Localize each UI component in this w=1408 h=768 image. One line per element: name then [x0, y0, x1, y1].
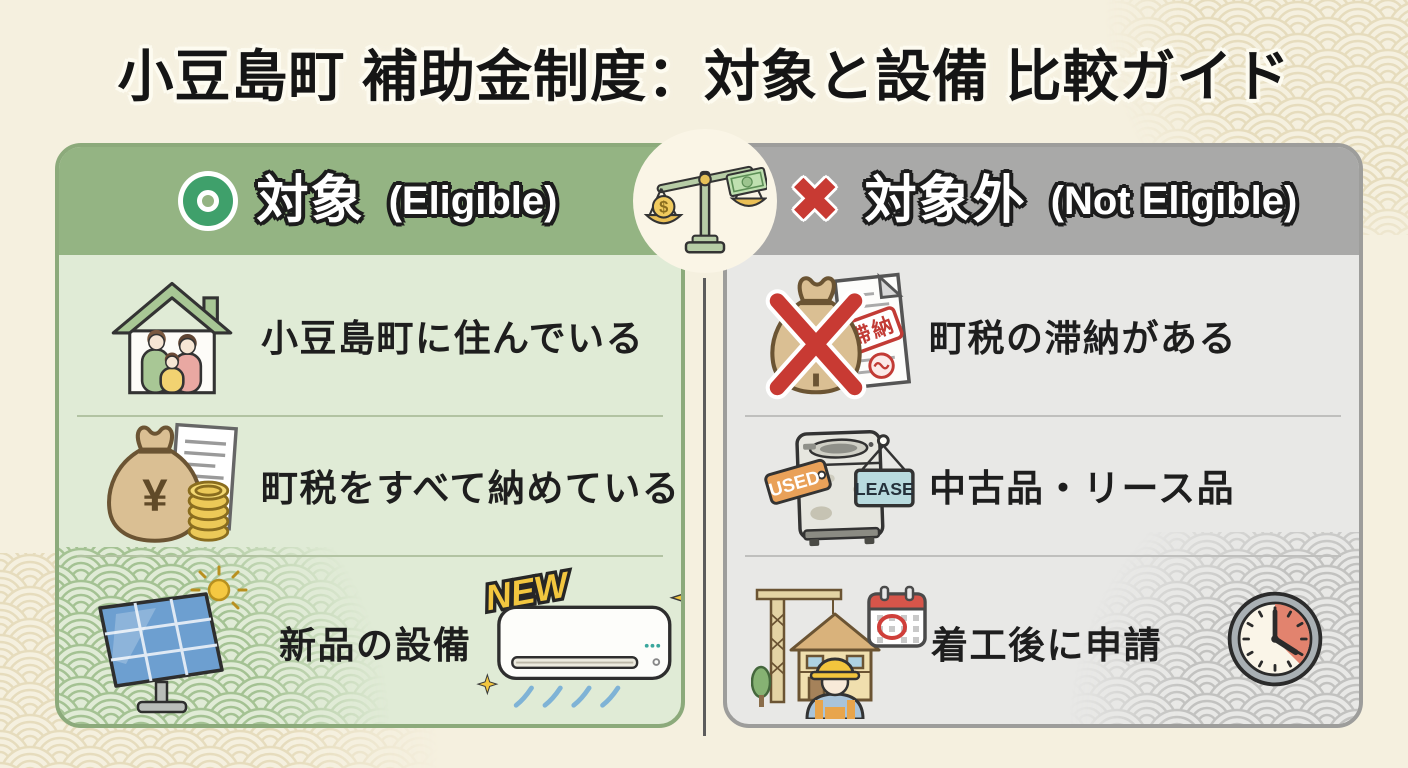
not-eligible-row-used-lease: USED LEASE 中古品・リース品 — [727, 415, 1359, 555]
not-eligible-item-text: 着工後に申請 — [931, 624, 1162, 666]
lease-tag: LEASE — [855, 478, 914, 498]
eligible-panel: 対象 (Eligible) — [55, 143, 685, 728]
solar-panel-sun-icon — [83, 564, 279, 719]
not-eligible-rows: 滞納 町税の滞納がある — [727, 255, 1359, 724]
not-eligible-header-label: 対象外 — [864, 172, 1027, 230]
yen-symbol: ¥ — [142, 470, 168, 521]
double-circle-icon — [182, 176, 233, 226]
eligible-row-residence: 小豆島町に住んでいる — [59, 255, 681, 415]
eligible-header-sublabel: (Eligible) — [388, 179, 558, 223]
eligible-item-text: 小豆島町に住んでいる — [261, 318, 645, 359]
not-eligible-row-after-start: 着工後に申請 — [727, 555, 1359, 724]
eligible-row-new-equipment: 新品の設備 NEW — [59, 555, 681, 724]
eligible-item-text: 新品の設備 — [279, 624, 472, 666]
balance-scale-icon: $ — [643, 165, 767, 254]
eligible-row-taxes: ¥ 町税をすべて納めている — [59, 415, 681, 555]
used-washing-machine-icon: USED LEASE — [751, 419, 929, 552]
house-family-icon — [83, 271, 261, 400]
dollar-symbol: $ — [659, 198, 668, 217]
not-eligible-item-text: 町税の滞納がある — [929, 318, 1237, 359]
eligible-header-label: 対象 — [256, 172, 365, 230]
balance-scale-badge: $ — [633, 129, 777, 273]
not-eligible-header-sublabel: (Not Eligible) — [1050, 179, 1298, 223]
not-eligible-row-delinquency: 滞納 町税の滞納がある — [727, 255, 1359, 415]
not-eligible-item-text: 中古品・リース品 — [929, 468, 1236, 509]
cross-icon: ✖ — [788, 166, 841, 235]
money-bag-receipt-coins-icon: ¥ — [83, 420, 261, 551]
eligible-rows: 小豆島町に住んでいる ¥ — [59, 255, 681, 724]
eligible-item-text: 町税をすべて納めている — [261, 468, 681, 509]
clock-icon — [1223, 587, 1327, 696]
page-title: 小豆島町 補助金制度：対象と設備 比較ガイド — [117, 45, 1291, 108]
air-conditioner-icon: NEW — [472, 560, 681, 719]
construction-calendar-worker-icon — [751, 564, 931, 719]
not-eligible-panel: ✖ 対象外 (Not Eligible) 滞納 — [723, 143, 1363, 728]
not-eligible-header: ✖ 対象外 (Not Eligible) — [727, 147, 1359, 255]
panel-divider-line — [703, 278, 706, 736]
money-bag-crossed-document-icon: 滞納 — [751, 268, 929, 403]
eligible-header: 対象 (Eligible) — [59, 147, 681, 255]
